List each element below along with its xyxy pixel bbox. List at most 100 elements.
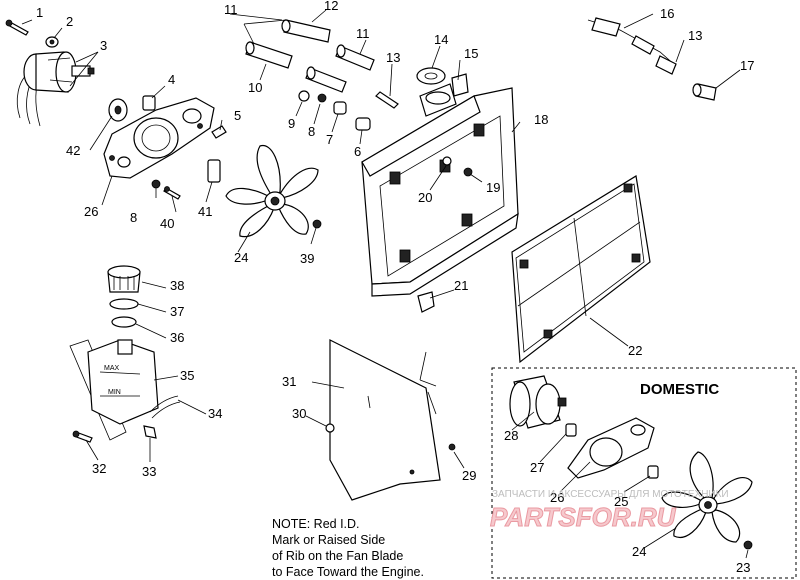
callout-8: 8 [130,210,137,225]
callout-6: 6 [354,144,361,159]
callout-25: 25 [614,494,628,509]
callout-13b: 13 [688,28,702,43]
callout-40: 40 [160,216,174,231]
leader-lines [21,9,749,559]
watermark-tagline: ЗАПЧАСТИ И АКСЕССУАРЫ ДЛЯ МОТОТЕХНИКИ [492,489,729,500]
callout-5: 5 [234,108,241,123]
fan-blade [225,145,319,238]
screw [5,19,29,36]
fitting [355,117,371,131]
washer [45,36,59,48]
fitting [298,90,310,102]
callout-31: 31 [282,374,296,389]
callout-41: 41 [198,204,212,219]
note-line: to Face Toward the Engine. [272,565,424,579]
watermark: ЗАПЧАСТИ И АКСЕССУАРЫ ДЛЯ МОТОТЕХНИКИ PA… [490,489,729,533]
callout-34: 34 [208,406,222,421]
callout-13: 13 [386,50,400,65]
callout-20: 20 [418,190,432,205]
callout-22: 22 [628,343,642,358]
fan-shroud-plate [329,339,441,501]
callout-12: 12 [324,0,338,13]
callout-39: 39 [300,251,314,266]
hose-clamp [143,425,157,439]
nut [312,219,322,229]
callout-38: 38 [170,278,184,293]
callout-19: 19 [486,180,500,195]
nut [743,540,753,550]
callout-11: 11 [224,2,238,17]
note-line: Mark or Raised Side [272,533,385,547]
washer [325,423,335,433]
callout-3: 3 [100,38,107,53]
callout-10: 10 [248,80,262,95]
callout-28: 28 [504,428,518,443]
callout-27: 27 [530,460,544,475]
bottle-cap [107,265,141,293]
radiator-screen [511,175,651,364]
bottle-seal [111,316,137,328]
radiator-hose [281,19,331,43]
callout-11b: 11 [356,26,370,41]
domestic-box [491,367,797,579]
radiator-hose [305,66,347,93]
radiator [361,73,519,297]
callout-16: 16 [660,6,674,21]
callout-14: 14 [434,32,448,47]
callout-26: 26 [84,204,98,219]
tank-min-label: MIN [108,389,121,396]
callout-24: 24 [234,250,248,265]
screw [72,430,93,443]
gasket [109,298,139,310]
nut [448,443,456,451]
fan-motor [16,51,95,127]
temperature-sensor [692,83,717,101]
callout-labels: 1 2 3 4 5 42 26 8 40 41 24 39 11 12 10 1… [36,0,754,575]
callout-2: 2 [66,14,73,29]
connector-line [419,351,437,387]
fan-hub [108,98,128,122]
radiator-hose [335,44,375,71]
callout-17: 17 [740,58,754,73]
domestic-title: DOMESTIC [640,381,719,398]
overflow-hose [149,395,181,419]
callout-36: 36 [170,330,184,345]
callout-4: 4 [168,72,175,87]
radiator-hose [245,41,293,69]
hose-clamp [375,91,399,109]
callout-30: 30 [292,406,306,421]
spacer [207,159,221,183]
callout-33: 33 [142,464,156,479]
callout-9: 9 [288,116,295,131]
callout-35: 35 [180,368,194,383]
note-text: NOTE: Red I.D. Mark or Raised Side of Ri… [272,517,424,579]
callout-23: 23 [736,560,750,575]
callout-42: 42 [66,143,80,158]
watermark-logo: PARTSFOR.RU [490,502,677,532]
callout-21: 21 [454,278,468,293]
nut [151,179,161,189]
fitting [333,101,347,115]
domestic-fan-motor [509,375,567,429]
temperature-sensor-harness [587,17,677,75]
fan-mounting-bracket [103,97,215,179]
washer [442,156,452,166]
callout-24b: 24 [632,544,646,559]
callout-15: 15 [464,46,478,61]
callout-26b: 26 [550,490,564,505]
grommet [417,291,435,313]
callout-7: 7 [326,132,333,147]
note-line: of Rib on the Fan Blade [272,549,403,563]
domestic-fan-blade [661,451,753,543]
callout-18: 18 [534,112,548,127]
callout-32: 32 [92,461,106,476]
callout-8b: 8 [308,124,315,139]
note-line: NOTE: Red I.D. [272,517,360,531]
tank-max-label: MAX [104,365,120,372]
spacer [142,95,156,111]
radiator-cap [416,67,446,85]
domestic-mounting-bracket [567,417,655,479]
coolant-bottle: MAX MIN [69,339,159,441]
screw [163,186,181,200]
